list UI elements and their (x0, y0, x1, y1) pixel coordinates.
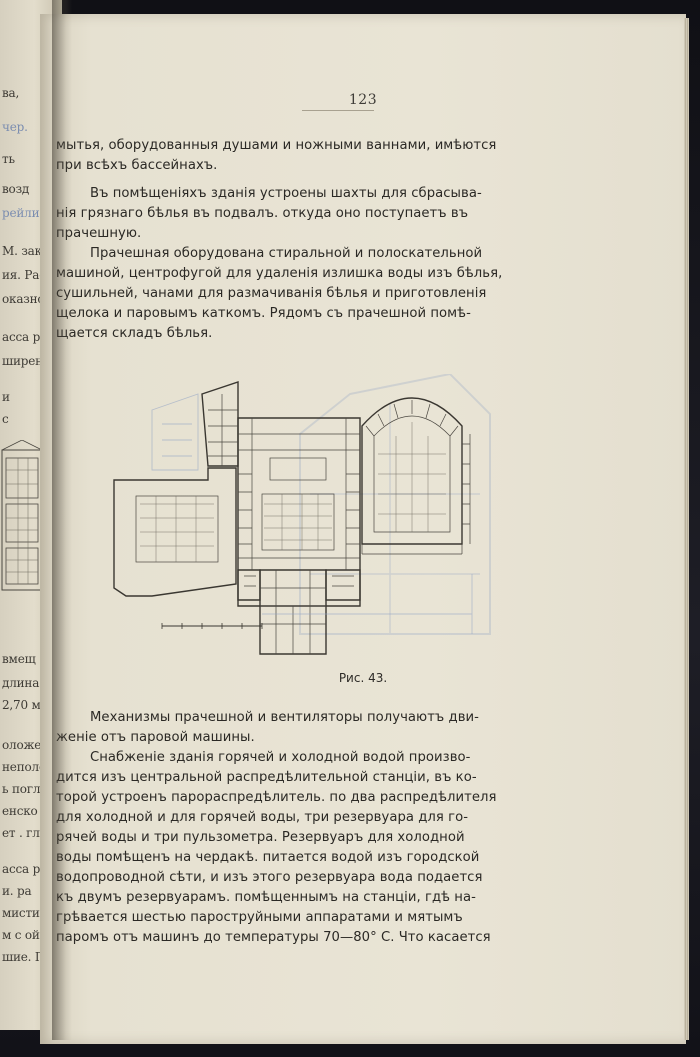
left-fragment: оложе (2, 738, 42, 752)
text-line: щелока и паровымъ каткомъ. Рядомъ съ пра… (56, 306, 471, 321)
left-fragment: возд (2, 182, 30, 196)
left-fragment: с (2, 412, 9, 426)
left-fragment: и. ра (2, 884, 32, 898)
text-line: женіе отъ паровой машины. (56, 730, 255, 745)
floor-plan-figure (113, 381, 473, 655)
left-fragment: м с ой (2, 928, 40, 942)
figure-caption: Рис. 43. (338, 671, 388, 685)
text-line: нія грязнаго бѣлья въ подвалъ. откуда он… (56, 206, 469, 221)
text-line: дится изъ центральной распредѣлительной … (56, 770, 477, 785)
left-fragment: ть (2, 152, 15, 166)
paragraph-4: Механизмы прачешной и вентиляторы получа… (56, 708, 556, 748)
left-fragment: оказно. (2, 292, 49, 306)
left-fragment: енско (2, 804, 38, 818)
paragraph-2: Въ помѣщеніяхъ зданія устроены шахты для… (56, 184, 556, 244)
text-line: Прачешная оборудована стиральной и полос… (90, 246, 483, 261)
text-line: водопроводной сѣти, и изъ этого резервуа… (56, 870, 483, 885)
text-line: Механизмы прачешной и вентиляторы получа… (90, 710, 479, 725)
page-number-rule (302, 110, 374, 111)
page-number: 123 (348, 92, 378, 108)
left-fragment: вмещ (2, 652, 36, 666)
text-line: грѣвается шестью пароструйными аппаратам… (56, 910, 463, 925)
text-line: къ двумъ резервуарамъ. помѣщеннымъ на ст… (56, 890, 476, 905)
paragraph-3: Прачешная оборудована стиральной и полос… (56, 244, 556, 344)
left-fragment: асса ра (2, 330, 48, 344)
text-line: рячей воды и три пульзометра. Резервуаръ… (56, 830, 465, 845)
left-fragment: ва, (2, 86, 20, 100)
page-edges (684, 18, 689, 1040)
left-fragment: и (2, 390, 10, 404)
paragraph-1: мытья, оборудованныя душами и ножными ва… (56, 136, 556, 176)
left-fragment: 2,70 м. (2, 698, 45, 712)
text-line: Снабженіе зданія горячей и холодной водо… (90, 750, 471, 765)
text-line: щается складъ бѣлья. (56, 326, 213, 341)
left-fragment: ь погле (2, 782, 48, 796)
text-line: сушильней, чанами для размачиванія бѣлья… (56, 286, 487, 301)
left-fragment: неполо (2, 760, 46, 774)
text-line: машиной, центрофугой для удаленія излишк… (56, 266, 503, 281)
text-line: торой устроенъ парораспредѣлитель. по дв… (56, 790, 497, 805)
left-fragment: ширено (2, 354, 50, 368)
book-gutter-shadow (52, 0, 72, 1040)
left-fragment: чер. (2, 120, 28, 134)
text-line: паромъ отъ машинъ до температуры 70—80° … (56, 930, 491, 945)
left-fragment: длина (2, 676, 40, 690)
text-line: при всѣхъ бассейнахъ. (56, 158, 218, 173)
left-fragment: рейли (2, 206, 40, 220)
left-fragment: ия. Рас (2, 268, 46, 282)
text-line: воды помѣщенъ на чердакѣ. питается водой… (56, 850, 480, 865)
left-fragment: мисти (2, 906, 40, 920)
paragraph-5: Снабженіе зданія горячей и холодной водо… (56, 748, 556, 948)
text-line: Въ помѣщеніяхъ зданія устроены шахты для… (90, 186, 482, 201)
book-page: 123 мытья, оборудованныя душами и ножным… (40, 14, 686, 1044)
text-line: для холодной и для горячей воды, три рез… (56, 810, 469, 825)
left-fragment: М. зако (2, 244, 49, 258)
text-line: прачешную. (56, 226, 142, 241)
text-line: мытья, оборудованныя душами и ножными ва… (56, 138, 497, 153)
